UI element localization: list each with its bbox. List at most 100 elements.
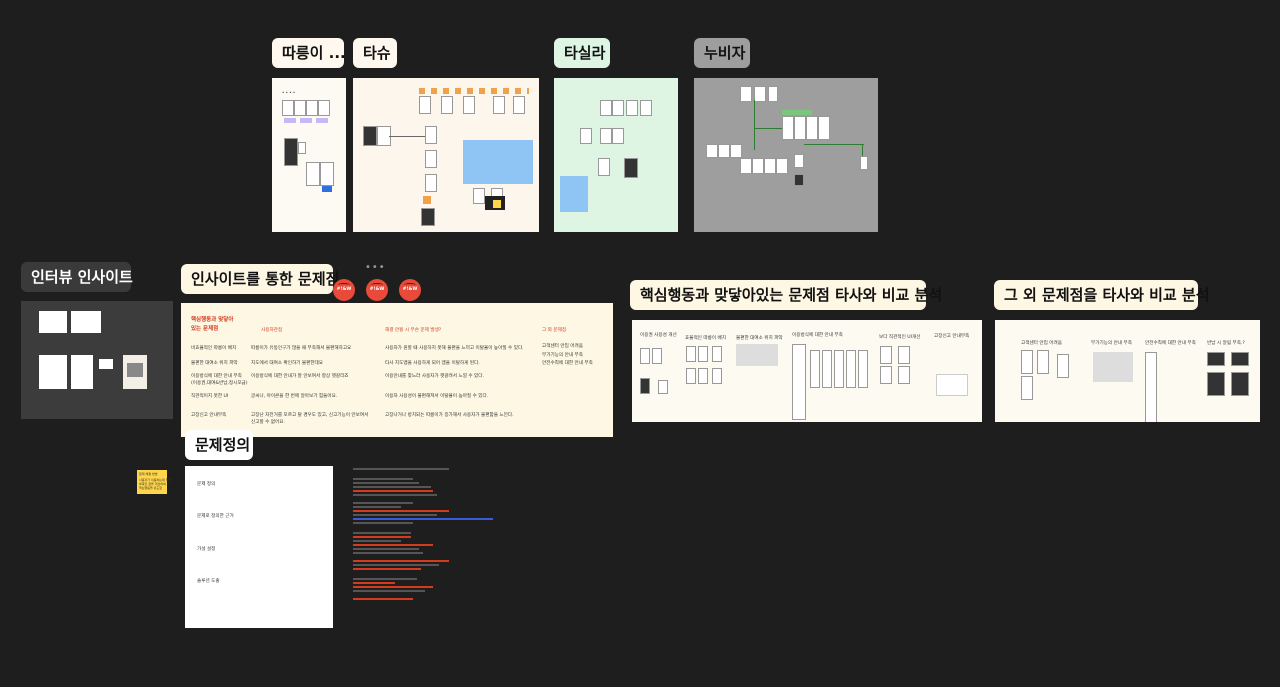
- note-line: [353, 582, 395, 584]
- blue-tag: [322, 186, 332, 192]
- sticky-text: 핵심행동을 유도함: [139, 486, 163, 490]
- sticky-text: 사용자가 이용하는데 있어: [139, 478, 172, 482]
- screen-thumb: [898, 346, 910, 364]
- interview-insight-frame[interactable]: [21, 301, 173, 419]
- insight-table-frame[interactable]: 핵심행동과 맞닿아 있는 문제점 사용자관점 해결 안될 시 무슨 문제 발생?…: [181, 303, 613, 437]
- flow-line: [754, 128, 782, 129]
- screen-thumb: [782, 116, 794, 140]
- screen-thumb: [712, 346, 722, 362]
- user-view: 글씨나, 아이콘을 한 번에 알아보기 힘들어요.: [251, 394, 338, 399]
- note-line: [353, 532, 411, 534]
- problem-name: 고장신고 안내부족: [191, 413, 227, 418]
- label-tashu[interactable]: 타슈: [353, 38, 397, 68]
- note-line: [353, 506, 401, 508]
- other-compare-frame[interactable]: 고객센터 안입 어려움 부가기능의 안내 부족 안전수칙에 대한 안내 부족 반…: [995, 320, 1260, 422]
- note-line: [353, 536, 411, 538]
- label-tasilla[interactable]: 타실라: [554, 38, 610, 68]
- screen-thumb: [764, 158, 776, 174]
- note-line: [353, 486, 431, 488]
- note-line: [353, 564, 439, 566]
- screen-thumb: [282, 100, 294, 116]
- flow-line: [389, 136, 429, 137]
- screen-thumb: [1145, 352, 1157, 422]
- angry-emoji-icon: #!&W: [399, 279, 421, 301]
- screen-thumb: [441, 96, 453, 114]
- screen-thumb: [818, 116, 830, 140]
- note-line: [353, 568, 421, 570]
- screen-thumb: [686, 346, 696, 362]
- screen-thumb: [425, 126, 437, 144]
- flow-line: [862, 144, 863, 156]
- screen-thumb: [686, 368, 696, 384]
- screen-thumb: [1207, 372, 1225, 396]
- label-other-problems-compare[interactable]: 그 외 문제점을 타사와 비교 분석: [994, 280, 1210, 310]
- consequence: 이용안내를 찾느라 사용자가 헷갈려서 느낄 수 있다.: [385, 374, 484, 379]
- label-core-action-compare[interactable]: 핵심행동과 맞닿아있는 문제점 타사와 비교 분석: [630, 280, 942, 310]
- screen-thumb: [730, 144, 742, 158]
- screen-thumb: [425, 150, 437, 168]
- label-problem-definition[interactable]: 문제정의: [185, 430, 253, 460]
- note-line: [353, 522, 413, 524]
- note-line: [353, 514, 437, 516]
- problem-notes[interactable]: [353, 466, 493, 612]
- tashu-frame[interactable]: [353, 78, 539, 232]
- screen-thumb: [1021, 350, 1033, 374]
- screen-thumb: [580, 128, 592, 144]
- user-view: 따릉이가 유동인구가 많을 때 부족해서 불편해하고요: [251, 346, 352, 351]
- insight-card: [71, 311, 101, 333]
- note-line: [353, 494, 437, 496]
- other-problem-item: 고객센터 안입 어려움: [542, 344, 583, 349]
- screen-thumb: [652, 348, 662, 364]
- ddareungi-frame[interactable]: • • • •: [272, 78, 346, 232]
- yellow-sticky: [493, 200, 501, 208]
- angry-emoji-icon: #!&W: [366, 279, 388, 301]
- screen-thumb: [860, 156, 868, 170]
- screen-thumb: [419, 96, 431, 114]
- flow-line: [804, 144, 864, 145]
- tasilla-frame[interactable]: [554, 78, 678, 232]
- note-line: [353, 468, 449, 470]
- purple-tag: [300, 118, 312, 123]
- insight-card: [71, 355, 93, 389]
- label-interview-insight[interactable]: 인터뷰 인사이트: [21, 262, 133, 292]
- label-ddareungi[interactable]: 따릉이 ...: [272, 38, 346, 68]
- user-view: 지도에서 대여소 확인하기 불편한데요: [251, 361, 324, 366]
- core-compare-frame[interactable]: 이용권 사용성 개선 효율적인 따릉이 배치 불편한 대여소 위치 파악 이용방…: [632, 320, 982, 422]
- green-tag: [782, 110, 812, 115]
- more-options-icon[interactable]: •••: [365, 262, 386, 273]
- screen-thumb: [640, 348, 650, 364]
- insight-card: [39, 311, 67, 333]
- screen-thumb: [640, 100, 652, 116]
- screen-thumb: [898, 366, 910, 384]
- insight-card: [99, 359, 113, 369]
- label-nubija[interactable]: 누비자: [694, 38, 750, 68]
- screen-thumb: [658, 380, 668, 394]
- frame-caption: • • • •: [282, 90, 296, 95]
- screen-thumb: [493, 96, 505, 114]
- note-line: [353, 560, 449, 562]
- label-insight-problems[interactable]: 인사이트를 통한 문제점: [181, 264, 339, 294]
- screen-thumb: [463, 96, 475, 114]
- screen-thumb: [1037, 350, 1049, 374]
- screen-thumb: [794, 154, 804, 168]
- problem-definition-frame[interactable]: 문제 정의 문제로 정의한 근거 가설 설정 솔루션 도출: [185, 466, 333, 628]
- screen-thumb: [600, 100, 612, 116]
- consequence: 사용자가 원할 때 사용하지 못해 불편을 느끼고 이탈율이 높아질 수 있다.: [385, 346, 524, 351]
- note-line: [353, 586, 433, 588]
- screen-thumb: [880, 346, 892, 364]
- screen-thumb: [612, 100, 624, 116]
- screen-thumb: [740, 86, 752, 102]
- consequence: 타사 지도앱을 사용하게 되어 앱을 이탈하게 된다.: [385, 361, 480, 366]
- definition-heading: 가설 설정: [197, 547, 216, 552]
- nubija-frame[interactable]: [694, 78, 878, 232]
- compare-label: 고장신고 안내부족: [934, 334, 970, 339]
- screen-thumb: [880, 366, 892, 384]
- gray-note: [1093, 352, 1133, 382]
- screen-thumb: [846, 350, 856, 388]
- small-sticky-note[interactable]: 문제 해결 방법 사용자가 이용하는데 있어 부족한 점을 개선하여 핵심행동을…: [137, 470, 171, 494]
- definition-heading: 문제 정의: [197, 482, 216, 487]
- screen-thumb: [740, 158, 752, 174]
- note-line: [353, 510, 449, 512]
- screen-thumb: [810, 350, 820, 388]
- emoji-label: #!&W: [402, 287, 418, 292]
